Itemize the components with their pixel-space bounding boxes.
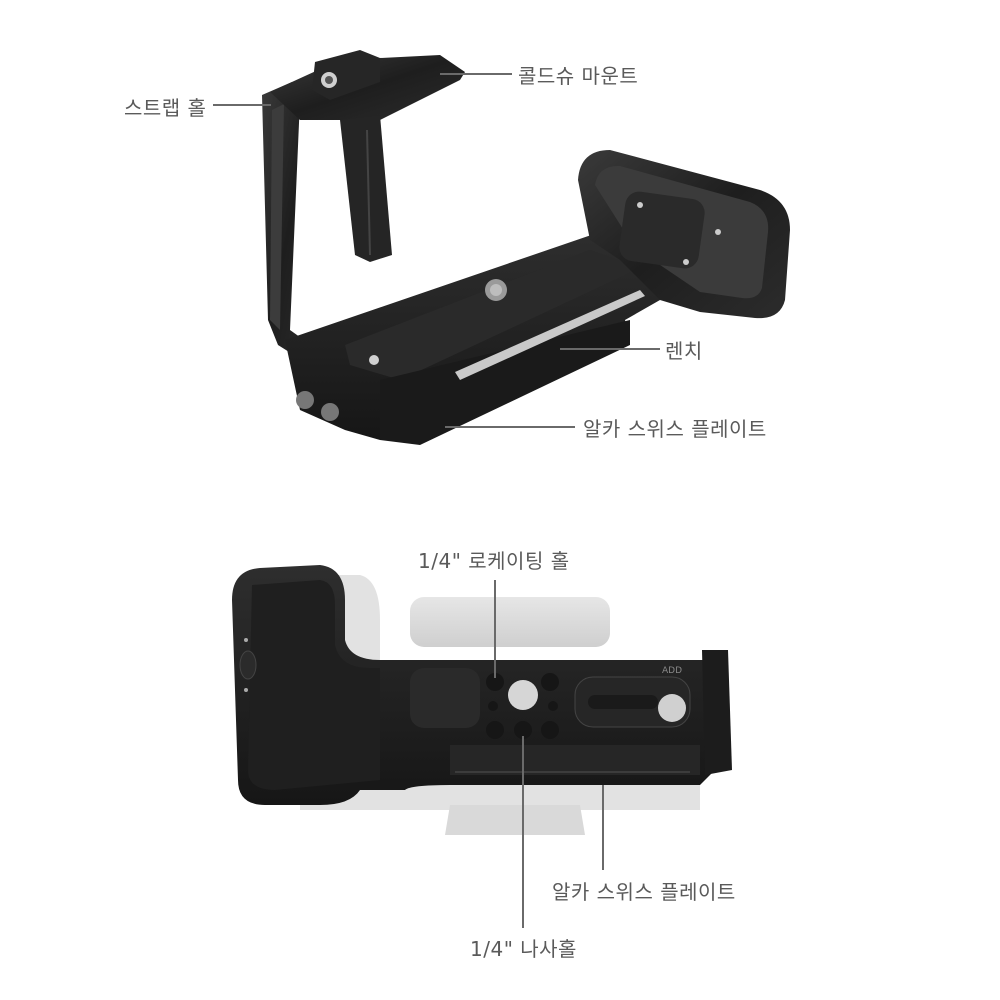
leader-arca-plate-top: [445, 426, 575, 428]
leader-screw-hole: [522, 736, 524, 928]
engraving-add: ADD: [662, 666, 682, 676]
label-wrench: 렌치: [665, 339, 703, 363]
leader-strap-hole: [213, 104, 271, 106]
label-arca-plate-bottom: 알카 스위스 플레이트: [552, 880, 736, 904]
label-screw-hole: 1/4" 나사홀: [470, 937, 577, 961]
vertical-arm: [262, 82, 318, 362]
leader-cold-shoe: [440, 73, 512, 75]
wrench: [455, 290, 645, 380]
label-locating-hole: 1/4" 로케이팅 홀: [418, 549, 570, 573]
label-arca-plate-top: 알카 스위스 플레이트: [583, 417, 767, 441]
base-plate: [285, 232, 660, 445]
baseplate-bottom: ADD: [232, 565, 732, 805]
label-cold-shoe-mount: 콜드슈 마운트: [518, 64, 639, 88]
leader-locating-hole: [494, 580, 496, 678]
leader-wrench: [560, 348, 660, 350]
label-strap-hole: 스트랩 홀: [124, 96, 207, 120]
leader-arca-plate-bottom: [602, 785, 604, 870]
cold-shoe-mount: [270, 50, 465, 262]
grip-cage: [578, 150, 790, 319]
